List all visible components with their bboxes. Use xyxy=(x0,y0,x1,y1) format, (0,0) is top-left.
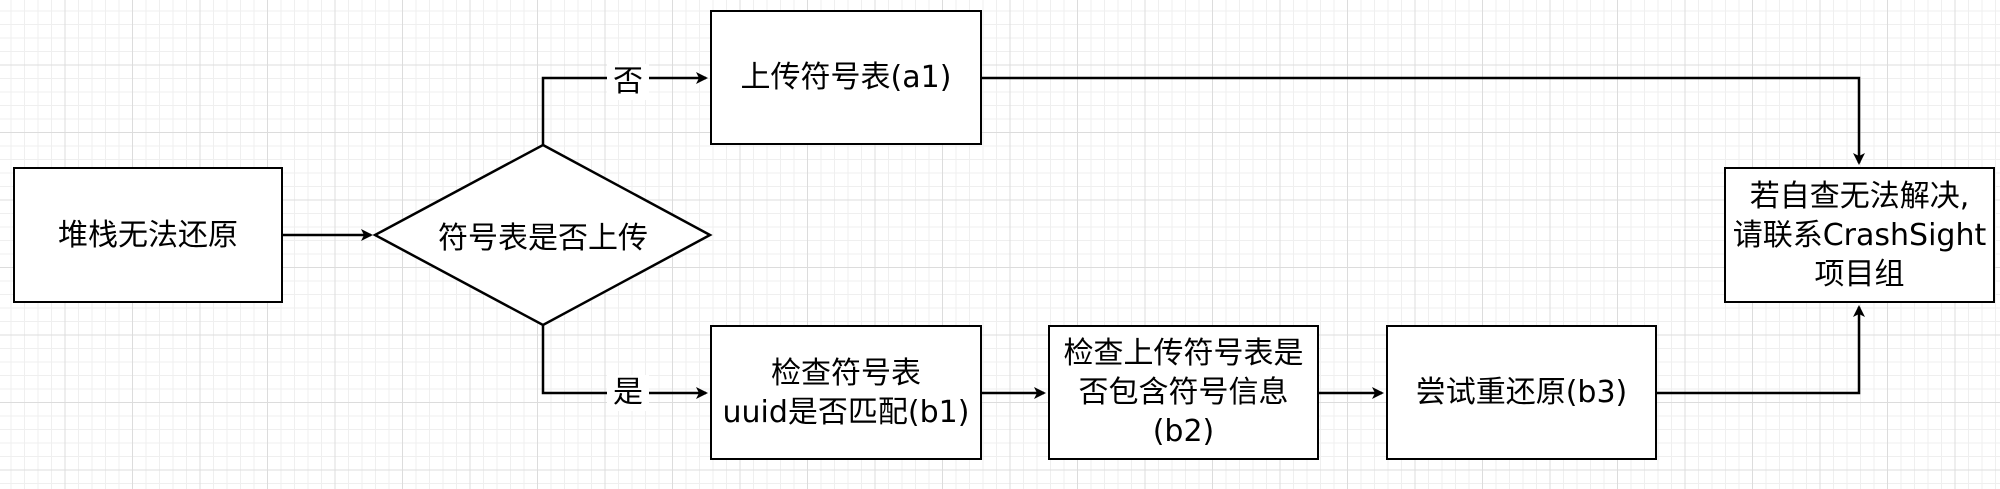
edge-decision-to-a1 xyxy=(541,72,708,145)
edge-decision-to-b1 xyxy=(541,325,708,399)
edge-b3-to-contact xyxy=(1657,305,1865,395)
node-a1[interactable]: 上传符号表(a1) xyxy=(710,10,982,145)
node-start[interactable]: 堆栈无法还原 xyxy=(13,167,283,303)
edge-label-no: 否 xyxy=(607,64,649,100)
node-b1[interactable]: 检查符号表 uuid是否匹配(b1) xyxy=(710,325,982,460)
decision-diamond[interactable] xyxy=(372,143,713,327)
node-b3[interactable]: 尝试重还原(b3) xyxy=(1386,325,1657,460)
edge-a1-to-contact xyxy=(982,76,1865,165)
edge-label-yes: 是 xyxy=(607,375,649,411)
node-b2[interactable]: 检查上传符号表是 否包含符号信息 (b2) xyxy=(1048,325,1319,460)
node-contact[interactable]: 若自查无法解决, 请联系CrashSight 项目组 xyxy=(1724,167,1995,303)
